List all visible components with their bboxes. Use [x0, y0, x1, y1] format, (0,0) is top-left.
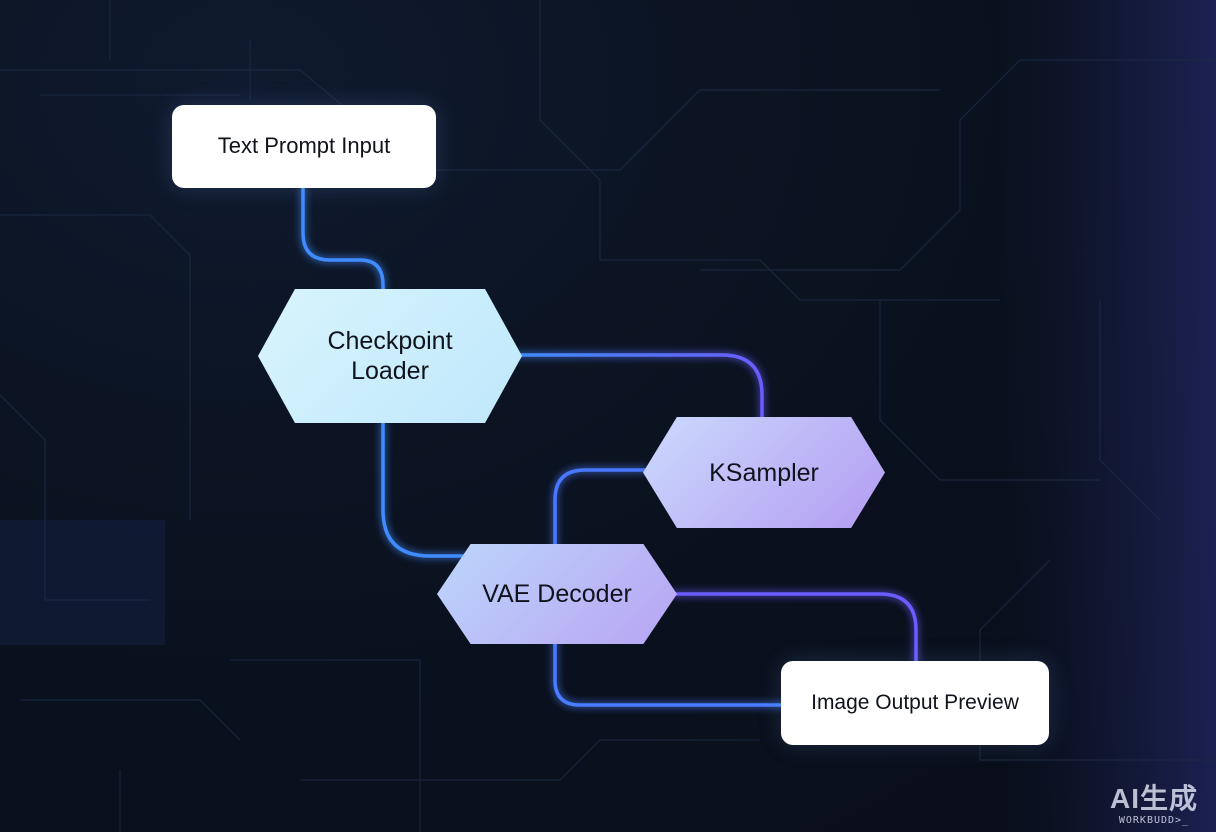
edges — [301, 186, 918, 707]
node-vae-decoder[interactable]: VAE Decoder — [437, 544, 677, 644]
node-label: Text Prompt Input — [217, 133, 391, 159]
node-label: KSampler — [709, 458, 819, 487]
node-label-line2: Loader — [351, 357, 429, 385]
edge-ksampler-to-vae — [553, 468, 648, 555]
watermark-sub: WORKBUDD>_ — [1118, 815, 1190, 826]
node-label: VAE Decoder — [482, 580, 632, 608]
node-checkpoint-loader[interactable]: Checkpoint Loader — [258, 289, 522, 423]
background-glow-block — [0, 520, 165, 645]
watermark: AI生成 WORKBUDD>_ — [1109, 783, 1198, 827]
node-label-line1: Checkpoint — [327, 327, 453, 355]
edge-vae-to-image-output-top — [668, 592, 918, 664]
edge-checkpoint-to-vae — [381, 420, 472, 558]
node-label-group: Checkpoint Loader — [327, 326, 452, 386]
node-label: Image Output Preview — [811, 691, 1019, 715]
node-image-output-preview[interactable]: Image Output Preview — [781, 661, 1049, 745]
node-text-prompt-input[interactable]: Text Prompt Input — [172, 105, 436, 188]
watermark-main: AI生成 — [1109, 783, 1198, 814]
edge-text-prompt-to-checkpoint — [301, 186, 385, 297]
node-ksampler[interactable]: KSampler — [643, 417, 885, 528]
edge-checkpoint-to-ksampler — [513, 353, 764, 422]
edge-vae-to-image-output-bottom — [553, 638, 787, 707]
